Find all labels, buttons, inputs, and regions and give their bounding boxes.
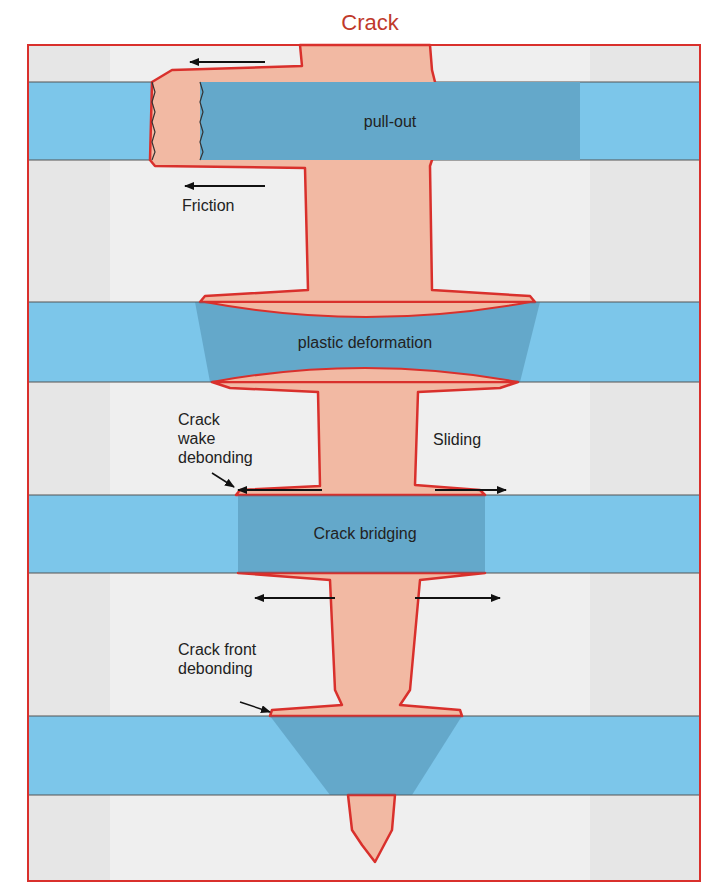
art-line [435, 489, 506, 491]
art-rect [200, 82, 580, 160]
fracture-edges [152, 82, 203, 160]
art-path [238, 573, 485, 716]
art-line [240, 702, 270, 712]
force-arrows [185, 62, 506, 598]
frame [28, 45, 700, 881]
art-rect [29, 716, 699, 795]
art-line [415, 597, 500, 599]
plastic-bulges [205, 302, 530, 382]
diagram-title: Crack [341, 10, 398, 36]
mechanism-label: plastic deformation [298, 333, 432, 352]
art-path [212, 368, 518, 382]
art-path [195, 302, 540, 382]
crack-opening [150, 45, 535, 862]
art-path [205, 302, 530, 317]
art-path [348, 795, 395, 862]
fracture-zone-shading [195, 82, 580, 795]
force-label: Sliding [433, 430, 481, 449]
art-rect [238, 495, 485, 573]
art-rect [29, 82, 699, 160]
art-path [152, 82, 155, 160]
mechanism-label: Crack bridging [313, 524, 416, 543]
art-path [212, 382, 518, 495]
art-line [255, 597, 335, 599]
force-label: Friction [182, 196, 234, 215]
callout-label: Crack wake debonding [178, 410, 260, 467]
art-line [190, 61, 265, 63]
art-line [212, 473, 234, 487]
art-line [238, 489, 322, 491]
pulled-fibre [200, 82, 580, 160]
matrix-ground [28, 45, 700, 881]
callout-label: Crack front debonding [178, 640, 260, 678]
art-rect [29, 302, 699, 382]
mechanism-label: pull-out [364, 112, 416, 131]
art-line [185, 185, 265, 187]
art-rect [29, 495, 699, 573]
art-path [270, 716, 462, 795]
art-path [200, 82, 203, 160]
